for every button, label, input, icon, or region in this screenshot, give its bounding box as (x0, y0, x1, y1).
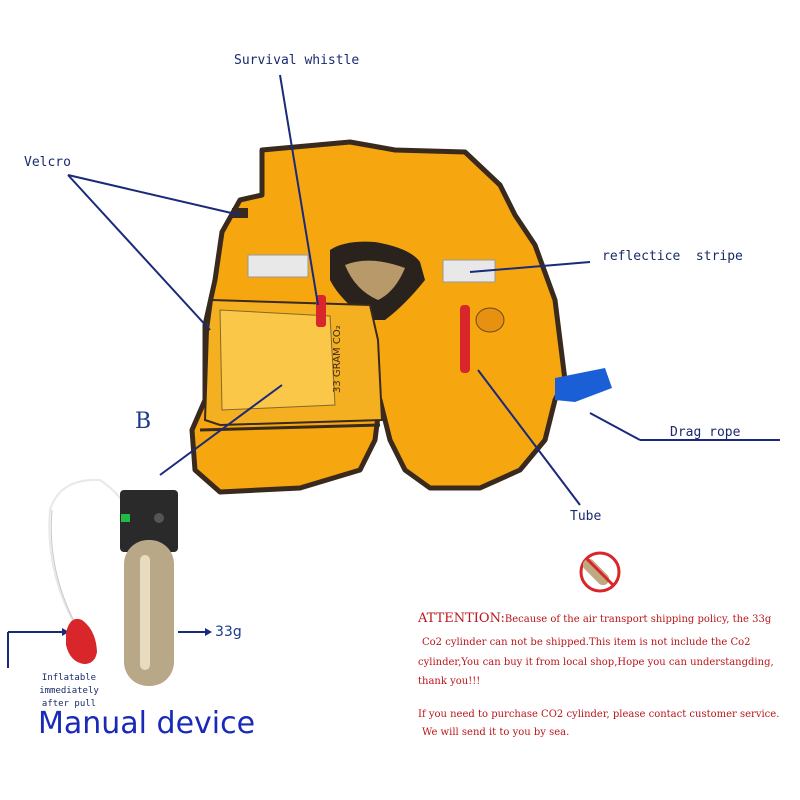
velcro-pointer-2 (67, 174, 211, 331)
vest-bottom-seam (199, 423, 381, 432)
pull-cord (48, 478, 131, 626)
drag-rope-label: Drag rope (670, 425, 741, 440)
attention-heading: ATTENTION: (418, 611, 505, 626)
b-pointer (159, 384, 283, 476)
vest-gram-print: 33 GRAM CO₂ (332, 325, 343, 393)
no-co2-icon (579, 551, 621, 593)
attention-line-5: If you need to purchase CO2 cylinder, pl… (418, 709, 780, 720)
b-label: B (135, 409, 152, 434)
pull-cord-shadow (50, 509, 77, 626)
co2-cylinder-highlight (140, 555, 150, 670)
attention-line-4: thank you!!! (418, 676, 481, 687)
stripe-pointer (469, 261, 591, 273)
whistle-pointer (279, 74, 319, 306)
pull-arrowhead (62, 628, 69, 636)
velcro-pointer-1 (67, 174, 241, 216)
tube-label: Tube (570, 509, 602, 524)
inflatable-note: Inflatable immediately after pull (14, 672, 124, 711)
vest-neck-inner (345, 260, 405, 300)
inflatable-note-line-1: Inflatable immediately (39, 673, 99, 696)
inflatable-note-line-2: after pull (41, 699, 97, 709)
attention-notice: ATTENTION:Because of the air transport s… (418, 611, 771, 626)
weight-arrowhead (205, 628, 212, 636)
inflator-head (120, 490, 178, 552)
drag-rope-strap (555, 368, 612, 402)
vest-label-panel (219, 309, 336, 411)
velcro-tab (232, 208, 248, 218)
attention-line-1: Because of the air transport shipping po… (504, 614, 772, 625)
attention-line-2: Co2 cylinder can not be shipped.This ite… (422, 637, 751, 648)
attention-line-6: We will send it to you by sea. (422, 727, 570, 738)
reflective-stripe-left (247, 254, 309, 278)
survival-whistle-label: Survival whistle (234, 53, 360, 68)
pull-handle (66, 618, 97, 664)
warning-badge (475, 307, 505, 333)
manual-inflator-device (48, 478, 178, 686)
velcro-label: Velcro (24, 155, 71, 170)
pointer-lines (7, 74, 780, 668)
attention-line-3: cylinder,You can buy it from local shop,… (418, 657, 774, 668)
life-vest: 33 GRAM CO₂ (189, 139, 612, 495)
reflective-stripe-label: reflectice stripe (602, 249, 743, 264)
inflator-green-clip (121, 514, 130, 522)
oral-tube (460, 305, 470, 373)
tube-pointer (477, 369, 581, 506)
drag-rope-pointer-1 (589, 412, 641, 441)
inflator-port (154, 513, 164, 523)
reflective-stripe-right (442, 259, 496, 283)
weight-label: 33g (215, 624, 242, 640)
manual-device-title: Manual device (38, 706, 256, 741)
